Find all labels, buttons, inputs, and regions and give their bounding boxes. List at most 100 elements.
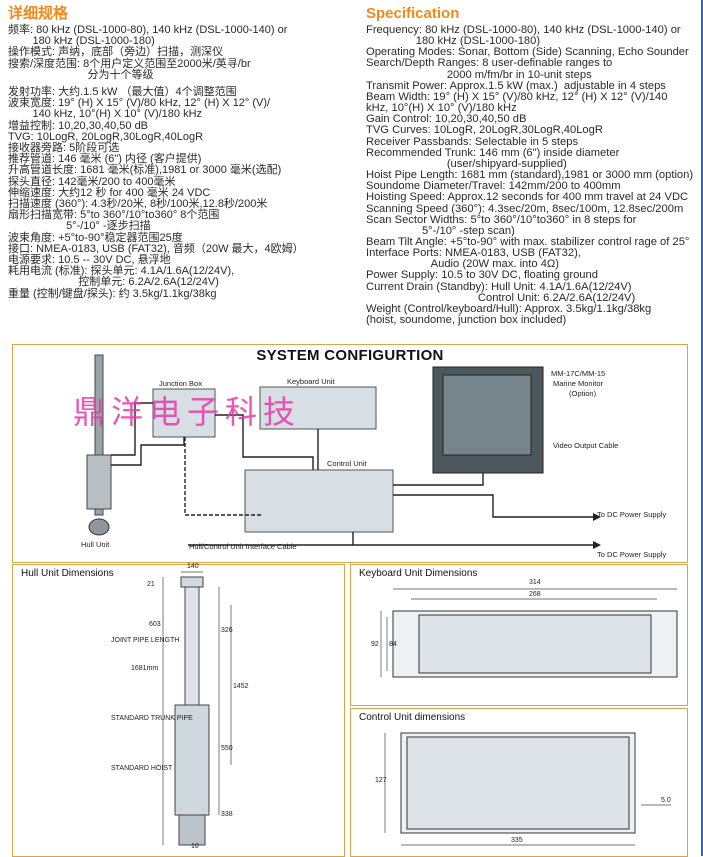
spec-line: 耗用电流 (标准): 探头单元: 4.1A/1.6A(12/24V), — [8, 265, 235, 278]
spec-line: Beam Tilt Angle: +5°to-90° with max. sta… — [366, 235, 690, 248]
spec-line: 伸缩速度: 大约12 秒 for 400 毫米 24 VDC — [8, 186, 211, 199]
spec-line: TVG Curves: 10LogR, 20LogR,30LogR,40LogR — [366, 124, 603, 137]
hull-dimensions-title: Hull Unit Dimensions — [21, 568, 114, 579]
power-label-2: To DC Power Supply — [597, 550, 667, 559]
spec-line: 电源要求: 10.5 -- 30V DC, 悬浮地 — [8, 254, 171, 267]
dim-268: 268 — [529, 591, 541, 598]
spec-line: Audio (20W max. into 4Ω) — [366, 258, 560, 271]
spec-line: 5°-/10° -逐步扫描 — [8, 220, 151, 233]
keyboard-dimensions-title: Keyboard Unit Dimensions — [359, 568, 478, 579]
spec-line: 扫描速度 (360°): 4.3秒/20米, 8秒/100米,12.8秒/200… — [8, 198, 268, 211]
spec-english-heading: Specification — [366, 5, 460, 22]
spec-line: 增益控制: 10,20,30,40,50 dB — [8, 119, 149, 132]
spec-line: 180 kHz (DSL-1000-180) — [366, 35, 541, 48]
spec-line: 接收器旁路: 5阶段可选 — [8, 142, 120, 155]
trunk-pipe-label: STANDARD TRUNK PIPE — [111, 715, 193, 722]
spec-english: Specification Frequency: 80 kHz (DSL-100… — [366, 4, 703, 326]
spec-chinese-lines: 频率: 80 kHz (DSL-1000-80), 140 kHz (DSL-1… — [8, 24, 358, 300]
spec-line: 波束角度: +5°to-90°稳定器范围25度 — [8, 231, 183, 244]
dim-326: 326 — [221, 627, 233, 634]
system-wiring-diagram — [86, 354, 601, 549]
video-cable-label: Video Output Cable — [553, 441, 619, 450]
hull-dimensions-panel: Hull Unit Dimensions 140 21 603 326 1452… — [12, 563, 345, 857]
dim-335: 335 — [511, 837, 523, 844]
spec-line: Hoisting Speed: Approx.12 seconds for 40… — [366, 191, 689, 204]
spec-line: Control Unit: 6.2A/2.6A(12/24V) — [366, 291, 636, 304]
spec-line: 推荐管道: 146 毫米 (6") 内径 (客户提供) — [8, 153, 202, 166]
dim-1452: 1452 — [233, 683, 249, 690]
spec-line: 搜索/深度范围: 8个用户定义范围至2000米/英寻/br — [8, 57, 251, 70]
page-edge-stripe — [701, 0, 703, 856]
spec-line: Scanning Speed (360°): 4.3sec/20m, 8sec/… — [366, 202, 684, 215]
spec-line: 操作模式: 声纳，底部（旁边）扫描，测深仪 — [8, 46, 224, 59]
spec-line: 发射功率: 大约.1.5 kW （最大值）4个调整范围 — [8, 86, 237, 99]
power-label-1: To DC Power Supply — [597, 510, 667, 519]
spec-line: Gain Control: 10,20,30,40,50 dB — [366, 113, 527, 126]
spec-line: 140 kHz, 10°(H) X 10° (V)/180 kHz — [8, 108, 203, 121]
spec-line: 重量 (控制/键盘/探头): 约 3.5kg/1.1kg/38kg — [8, 287, 217, 300]
dim-338: 338 — [221, 811, 233, 818]
system-title: SYSTEM CONFIGURTION — [256, 347, 444, 364]
spec-line: (user/shipyard-supplied) — [366, 157, 567, 170]
control-dimensions-title: Control Unit dimensions — [359, 712, 466, 723]
spec-chinese-heading: 详细规格 — [8, 5, 69, 22]
spec-line: Weight (Control/keyboard/Hull): Approx. … — [366, 302, 652, 315]
spec-line: Frequency: 80 kHz (DSL-1000-80), 140 kHz… — [366, 24, 681, 36]
spec-line: Operating Modes: Sonar, Bottom (Side) Sc… — [366, 46, 689, 59]
spec-line: Interface Ports: NMEA-0183, USB (FAT32), — [366, 247, 581, 260]
dim-10: 10 — [191, 843, 199, 850]
dim-92: 92 — [371, 641, 379, 648]
spec-line: 180 kHz (DSL-1000-180) — [8, 35, 155, 48]
spec-line: Power Supply: 10.5 to 30V DC, floating g… — [366, 269, 598, 282]
hull-dimension-drawing — [162, 571, 232, 846]
dim-127: 127 — [375, 777, 387, 784]
spec-line: 5°-/10° -step scan) — [366, 224, 515, 237]
keyboard-dimensions-panel: Keyboard Unit Dimensions 314 268 92 84 — [350, 564, 688, 706]
joint-pipe-label: JOINT PIPE LENGTH — [111, 637, 180, 644]
keyboard-unit-label: Keyboard Unit — [287, 377, 335, 386]
spec-line: Hoist Pipe Length: 1681 mm (standard),19… — [366, 169, 694, 182]
spec-line: 波束宽度: 19° (H) X 15° (V)/80 kHz, 12° (H) … — [8, 97, 271, 110]
spec-line: Transmit Power: Approx.1.5 kW (max.) adj… — [366, 79, 666, 92]
spec-line: Recommended Trunk: 146 mm (6") inside di… — [366, 146, 620, 159]
dim-550: 550 — [221, 745, 233, 752]
dim-84: 84 — [389, 641, 397, 648]
spec-line: Current Drain (Standby): Hull Unit: 4.1A… — [366, 280, 632, 293]
spec-line: 分为十个等级 — [8, 68, 154, 81]
hoist-label: STANDARD HOIST — [111, 765, 173, 772]
spec-line: Scan Sector Widths: 5°to 360°/10°to360° … — [366, 213, 637, 226]
spec-line: 控制单元: 6.2A/2.6A(12/24V) — [8, 276, 219, 289]
interface-cable-label: Hull/Control Unit Interface Cable — [189, 542, 297, 551]
spec-line: 探头直径: 142毫米/200 to 400毫米 — [8, 175, 176, 188]
spec-chinese: 详细规格 频率: 80 kHz (DSL-1000-80), 140 kHz (… — [8, 4, 358, 300]
monitor-label-2: Marine Monitor — [553, 379, 604, 388]
watermark-text: 鼎洋电子科技 — [73, 393, 302, 431]
spec-line: (hoist, soundome, junction box included) — [366, 314, 567, 327]
monitor-label-3: (Option) — [569, 389, 597, 398]
spec-line: kHz, 10°(H) X 10° (V)/180 kHz — [366, 102, 517, 115]
dim-1681: 1681mm — [131, 665, 159, 672]
spec-line: TVG: 10LogR, 20LogR,30LogR,40LogR — [8, 130, 204, 143]
spec-line: 频率: 80 kHz (DSL-1000-80), 140 kHz (DSL-1… — [8, 24, 288, 36]
control-dimensions-panel: Control Unit dimensions 127 335 5.0 — [350, 708, 688, 857]
monitor-label-1: MM-17C/MM-15 — [551, 369, 606, 378]
spec-line: Search/Depth Ranges: 8 user-definable ra… — [366, 57, 613, 70]
hull-unit-label: Hull Unit — [81, 540, 110, 549]
control-unit-label: Control Unit — [327, 459, 367, 468]
system-configuration-panel: SYSTEM CONFIGURTION 鼎洋电子科技 Hull Unit Jun… — [12, 344, 688, 563]
spec-line: Beam Width: 19° (H) X 15° (V)/80 kHz, 12… — [366, 90, 668, 103]
dim-603: 603 — [149, 621, 161, 628]
spec-line: 接口: NMEA-0183, USB (FAT32), 音频（20W 最大，4欧… — [8, 242, 304, 255]
dim-140: 140 — [187, 563, 199, 570]
control-dimension-drawing — [384, 732, 671, 846]
dim-21: 21 — [147, 581, 155, 588]
spec-line: 2000 m/fm/br in 10-unit steps — [366, 68, 592, 81]
spec-line: 扇形扫描宽带: 5°to 360°/10°to360° 8个范围 — [8, 209, 220, 222]
dim-50: 5.0 — [661, 797, 671, 804]
spec-line: 升高管道长度: 1681 毫米(标准),1981 or 3000 毫米(选配) — [8, 164, 282, 177]
keyboard-dimension-drawing — [380, 588, 678, 678]
spec-english-lines: Frequency: 80 kHz (DSL-1000-80), 140 kHz… — [366, 24, 703, 327]
spec-line: Soundome Diameter/Travel: 142mm/200 to 4… — [366, 180, 621, 193]
spec-line: Receiver Passbands: Selectable in 5 step… — [366, 135, 579, 148]
junction-box-label: Junction Box — [159, 379, 202, 388]
